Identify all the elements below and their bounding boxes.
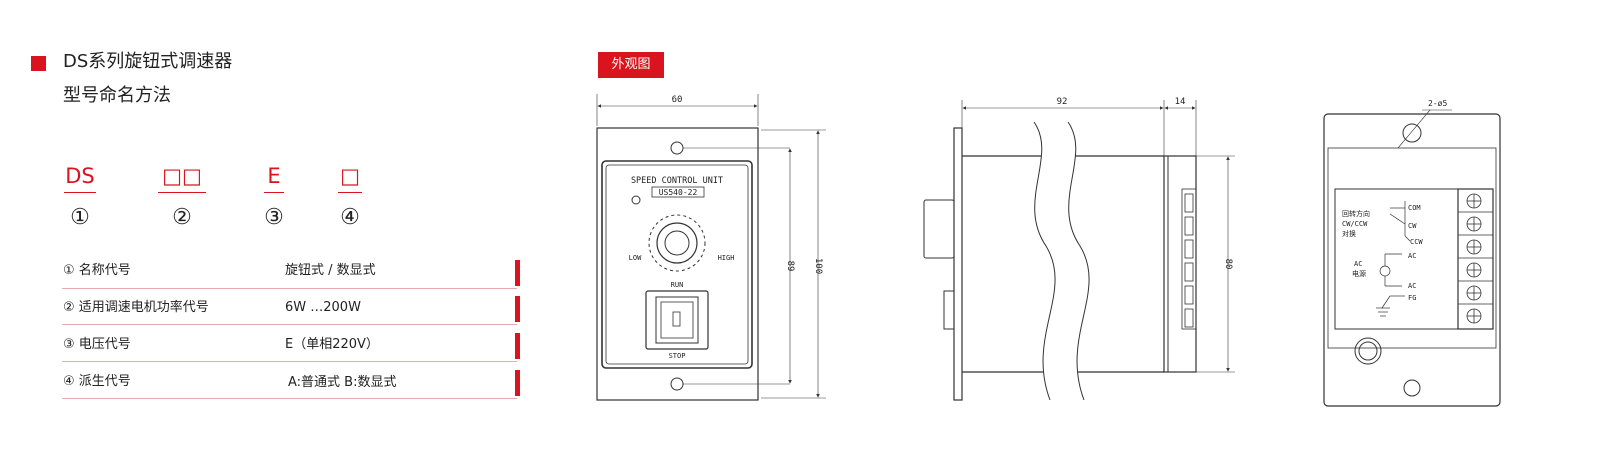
page-title: DS系列旋钮式调速器 xyxy=(63,51,233,72)
front-dim-width: 60 xyxy=(672,95,683,105)
model-code-underline-2 xyxy=(158,192,206,193)
side-dim-height: 80 xyxy=(1223,259,1233,270)
model-code-underline-4 xyxy=(338,192,362,193)
front-dim-inner-height: 89 xyxy=(785,261,795,272)
front-view xyxy=(596,94,826,401)
model-code-part-4: □ xyxy=(340,164,360,188)
spec-row-value-2: 6W …200W xyxy=(285,300,361,315)
rear-ac-label-1: AC xyxy=(1354,260,1362,268)
rear-ac-label-2: 电源 xyxy=(1352,269,1366,278)
heading-marker xyxy=(31,56,46,71)
rear-term-ccw: CCW xyxy=(1410,238,1423,246)
spec-row-divider-2 xyxy=(62,324,517,325)
rear-view xyxy=(1323,109,1501,407)
model-code-underline-3 xyxy=(264,192,284,193)
page-subtitle: 型号命名方法 xyxy=(63,85,171,106)
rear-rotation-label-3: 对换 xyxy=(1342,229,1356,238)
front-panel-title: SPEED CONTROL UNIT xyxy=(631,176,723,186)
side-dim-depth: 14 xyxy=(1175,97,1186,107)
spec-row-divider-1 xyxy=(62,288,517,289)
rear-rotation-label-1: 回转方向 xyxy=(1342,209,1370,218)
rear-view-text: 2-ø5 回转方向 CW/CCW 对换 COM CW CCW AC 电源 AC … xyxy=(1342,99,1447,302)
spec-row-label-3: ③ 电压代号 xyxy=(63,337,131,352)
spec-row-accent-2 xyxy=(515,296,520,322)
technical-drawings: 60 SPEED CONTROL UNIT US540-22 LOW HIGH … xyxy=(596,94,1501,407)
spec-row-accent-4 xyxy=(515,370,520,396)
model-code-number-2: ② xyxy=(172,205,192,230)
model-code-part-2: □□ xyxy=(162,164,202,188)
spec-row-label-1: ① 名称代号 xyxy=(63,263,131,278)
rear-term-ac-top: AC xyxy=(1408,252,1416,260)
side-view-text: 92 14 80 xyxy=(1057,97,1233,269)
model-code-number-3: ③ xyxy=(264,205,284,230)
rear-rotation-label-2: CW/CCW xyxy=(1342,220,1368,228)
appearance-badge: 外观图 xyxy=(598,52,664,78)
rear-term-com: COM xyxy=(1408,204,1421,212)
spec-row-value-1: 旋钮式 / 数显式 xyxy=(285,263,376,278)
spec-row-label-4: ④ 派生代号 xyxy=(63,374,131,389)
spec-row-accent-1 xyxy=(515,260,520,286)
model-code-number-1: ① xyxy=(70,205,90,230)
front-switch-run: RUN xyxy=(671,281,684,289)
spec-row-value-3: E（单相220V） xyxy=(285,337,379,352)
front-knob-high: HIGH xyxy=(718,254,735,262)
rear-term-cw: CW xyxy=(1408,222,1417,230)
model-code-underline-1 xyxy=(64,192,96,193)
side-dim-length: 92 xyxy=(1057,97,1068,107)
front-view-text: 60 SPEED CONTROL UNIT US540-22 LOW HIGH … xyxy=(629,95,823,360)
spec-row-divider-3 xyxy=(62,361,517,362)
rear-term-ac-bottom: AC xyxy=(1408,282,1416,290)
front-dim-outer-height: 100 xyxy=(813,258,823,274)
model-code-number-4: ④ xyxy=(340,205,360,230)
model-code-part-1: DS xyxy=(65,164,95,188)
front-knob-low: LOW xyxy=(629,254,642,262)
front-switch-stop: STOP xyxy=(669,352,686,360)
spec-row-accent-3 xyxy=(515,333,520,359)
spec-row-divider-4 xyxy=(62,398,517,399)
rear-term-fg: FG xyxy=(1408,294,1416,302)
rear-hole-label: 2-ø5 xyxy=(1428,99,1447,108)
model-code-part-3: E xyxy=(267,164,281,188)
spec-row-value-4: A:普通式 B:数显式 xyxy=(288,375,397,390)
spec-row-label-2: ② 适用调速电机功率代号 xyxy=(63,300,209,315)
front-model-label: US540-22 xyxy=(659,188,698,197)
